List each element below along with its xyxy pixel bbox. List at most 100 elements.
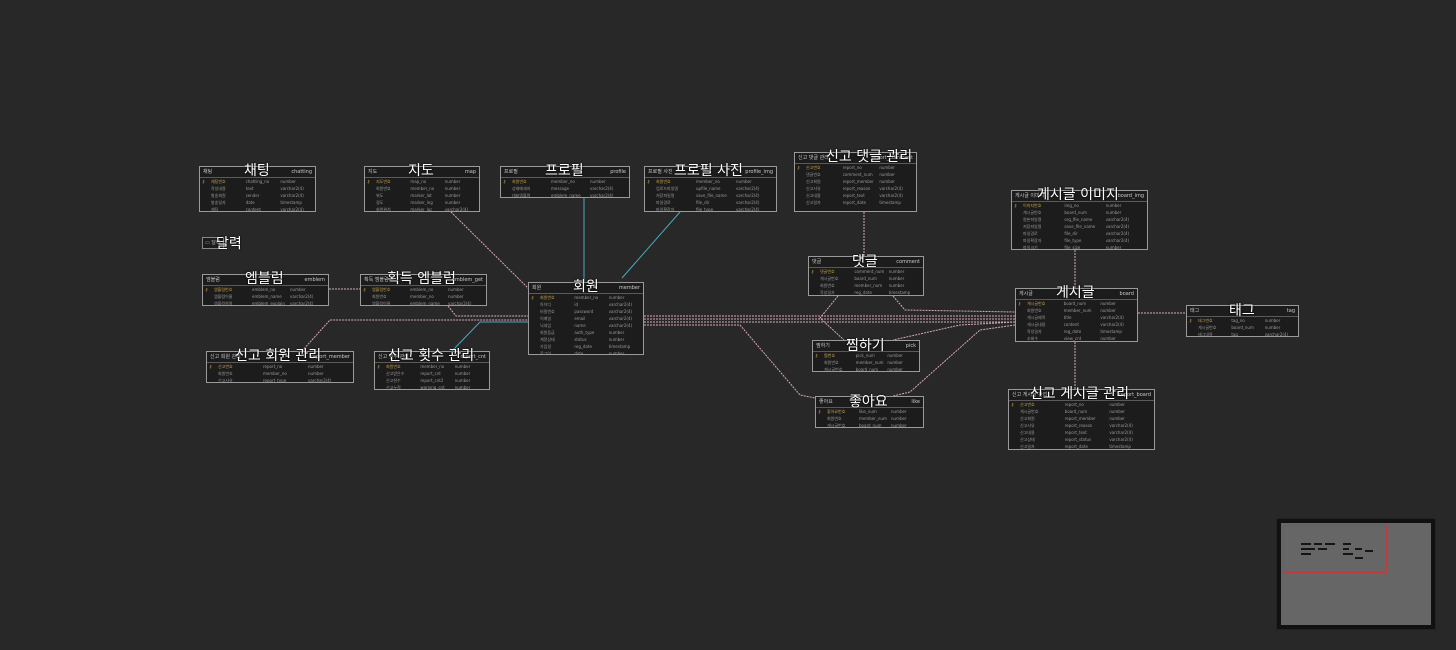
relationship-line[interactable]	[447, 305, 528, 317]
memo-calendar[interactable]: ▭ 달력	[202, 237, 224, 249]
relationship-line[interactable]	[892, 321, 1016, 341]
relationship-line[interactable]	[644, 324, 816, 399]
relationship-line[interactable]	[892, 295, 1016, 313]
minimap-viewport[interactable]	[1283, 525, 1387, 573]
minimap[interactable]	[1276, 518, 1436, 630]
relationship-line[interactable]	[621, 211, 681, 279]
relationship-line[interactable]	[451, 321, 528, 352]
